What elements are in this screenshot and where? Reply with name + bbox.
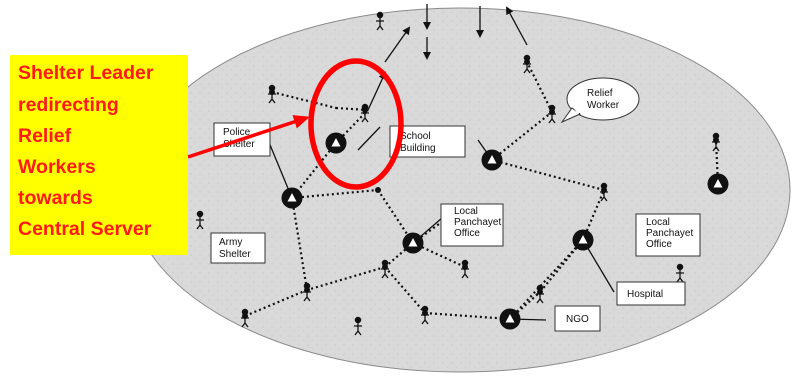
relief-worker-icon xyxy=(354,316,362,336)
shelter-node xyxy=(481,149,503,171)
ngo-box xyxy=(554,305,601,332)
shelter-node xyxy=(281,187,303,209)
local-panchayet-office-box-1 xyxy=(440,203,504,247)
shelter-node xyxy=(402,232,424,254)
link xyxy=(526,61,553,113)
relief-worker-icon xyxy=(461,259,469,279)
highlight-circle xyxy=(308,58,404,190)
relief-worker-icon xyxy=(361,103,369,123)
relief-worker-icon xyxy=(381,259,389,279)
callout-line-5: towards xyxy=(18,187,93,209)
relief-worker-label: Relief Worker xyxy=(587,88,620,111)
army-shelter-box xyxy=(210,232,266,264)
callout-line-4: Workers xyxy=(18,156,96,178)
relief-worker-icon xyxy=(536,284,544,304)
army-shelter-label: Army Shelter xyxy=(219,237,251,260)
link xyxy=(291,142,337,199)
local-panchayet-office-label-2: Local Panchayet Office xyxy=(646,217,696,250)
relief-worker-bubble xyxy=(560,77,640,124)
relief-worker-icon xyxy=(548,104,556,124)
school-building-label: School Building xyxy=(400,131,436,154)
disaster-area xyxy=(129,7,791,373)
relief-worker-icon xyxy=(303,282,311,302)
shelter-nodes xyxy=(281,132,729,330)
callout-line-2: redirecting xyxy=(18,94,119,116)
hospital-label: Hospital xyxy=(627,289,663,300)
connector-line xyxy=(357,126,381,151)
callout-line-3: Relief xyxy=(18,125,72,147)
callout-line-6: Central Server xyxy=(18,218,152,240)
link xyxy=(290,197,309,291)
local-panchayet-office-box-2 xyxy=(635,213,701,257)
link xyxy=(384,266,426,314)
police-shelter-box xyxy=(213,122,271,157)
relief-worker-icon xyxy=(676,263,684,283)
link xyxy=(271,90,337,110)
link xyxy=(581,189,606,241)
relief-worker-icon xyxy=(421,305,429,325)
hospital-box xyxy=(616,281,686,306)
school-building-box xyxy=(389,125,466,158)
arrow xyxy=(506,6,528,46)
link xyxy=(412,204,466,244)
label-boxes xyxy=(210,122,701,332)
highlight-arrow xyxy=(187,115,310,159)
relief-worker-icon xyxy=(712,132,720,152)
link xyxy=(306,265,386,292)
relief-worker-icon xyxy=(600,182,608,202)
shelter-node xyxy=(325,132,347,154)
ngo-label: NGO xyxy=(566,314,589,325)
arrow xyxy=(384,26,411,63)
local-panchayet-office-label-1: Local Panchayet Office xyxy=(454,206,504,239)
arrow xyxy=(367,71,387,111)
relief-worker-icon xyxy=(196,210,204,230)
link xyxy=(424,311,511,321)
link xyxy=(377,189,414,244)
link xyxy=(491,158,605,192)
police-shelter-label: Police Shelter xyxy=(223,127,255,150)
callout-box: Shelter Leader redirecting Relief Worker… xyxy=(10,55,188,255)
callout-line-1: Shelter Leader xyxy=(18,62,154,84)
shelter-node xyxy=(707,173,729,195)
relief-worker-icon xyxy=(268,84,276,104)
network-dot xyxy=(375,187,381,193)
relief-workers xyxy=(196,11,720,336)
shelter-node xyxy=(572,229,594,251)
relief-worker-icon xyxy=(241,308,249,328)
shelter-node xyxy=(499,308,521,330)
relief-worker-icon xyxy=(376,11,384,31)
link xyxy=(291,188,379,200)
link xyxy=(539,239,584,293)
link xyxy=(244,288,308,318)
relief-worker-icon xyxy=(523,54,531,74)
